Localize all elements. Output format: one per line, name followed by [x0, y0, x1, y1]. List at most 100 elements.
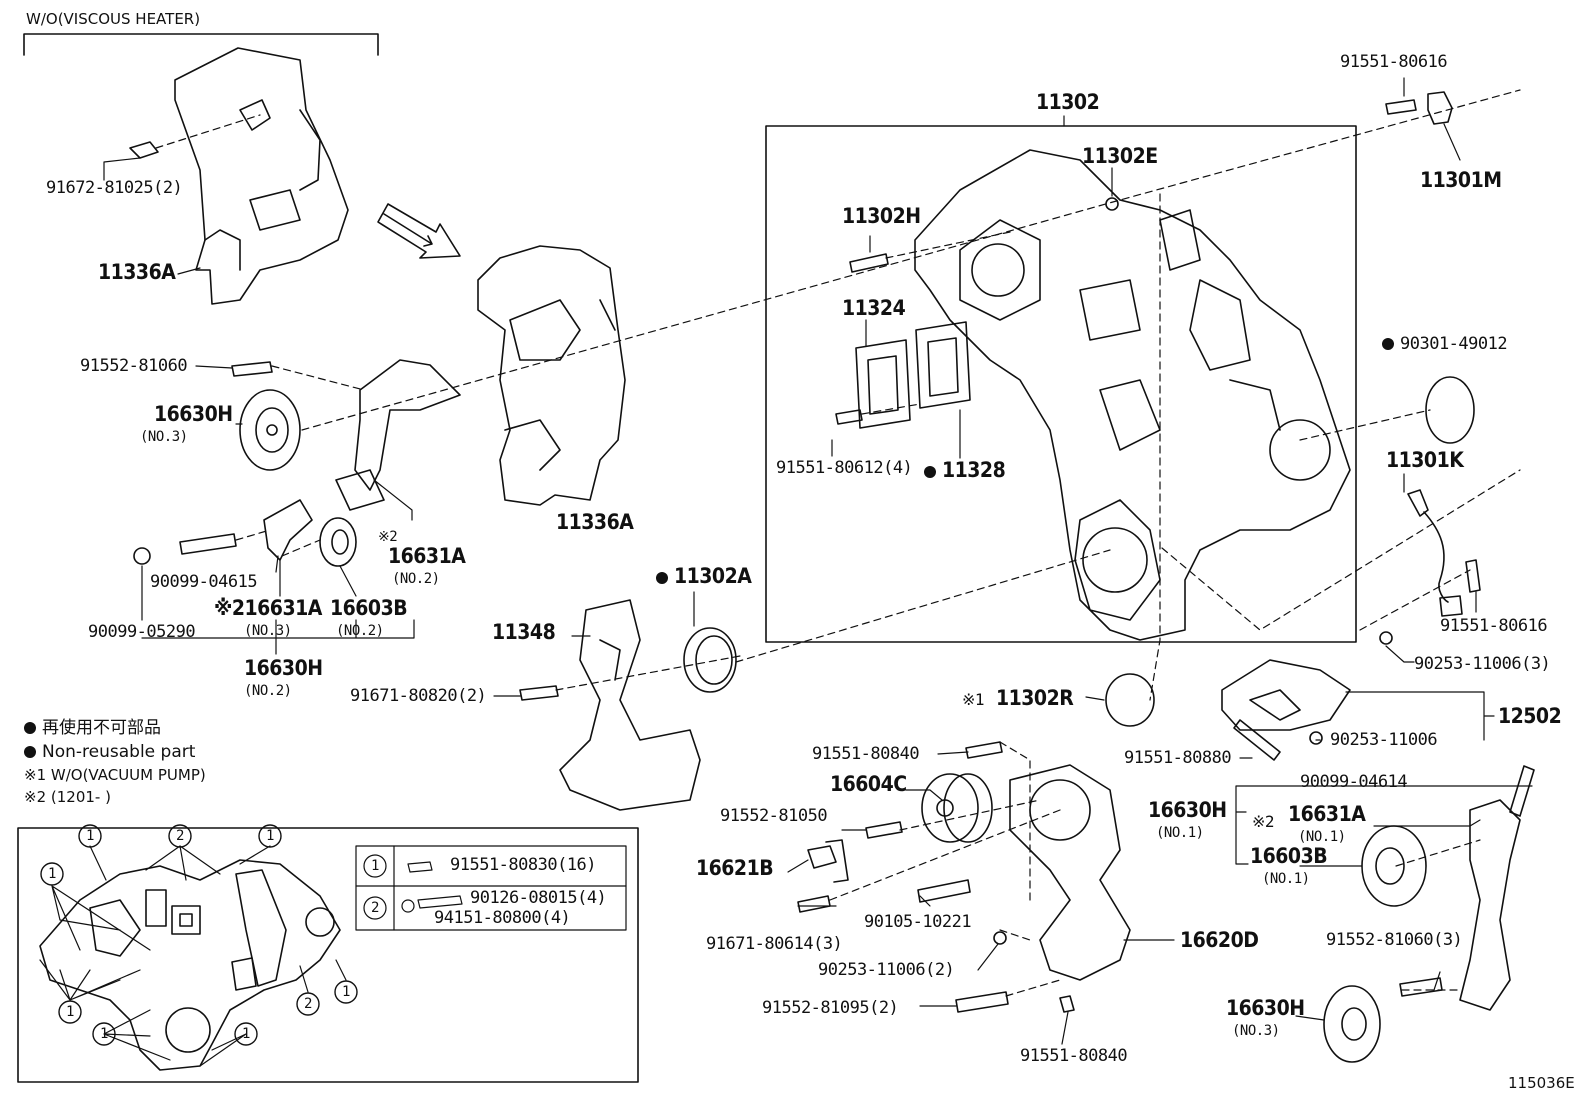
non-reusable-dot: [1382, 338, 1394, 350]
label-11336A-upper: 11336A: [98, 260, 176, 284]
label-11301M: 11301M: [1420, 168, 1502, 192]
label-16630H-no1: 16630H: [1148, 798, 1227, 822]
label-91551-80840-bottom: 91551-80840: [1020, 1046, 1128, 1066]
label-16620D: 16620D: [1180, 928, 1259, 952]
label-16630H-no1-sub: (NO.1): [1156, 825, 1204, 841]
label-16631A-no3: ※216631A: [214, 596, 322, 620]
part-11302-box: [765, 125, 1357, 643]
label-11302H: 11302H: [842, 204, 921, 228]
part-11302A-seal: [683, 627, 737, 693]
label-90301-49012: 90301-49012: [1382, 336, 1508, 353]
label-90099-04615: 90099-04615: [150, 572, 258, 592]
label-91552-81050: 91552-81050: [720, 806, 828, 826]
inset-cover-outline: [39, 859, 341, 1071]
part-11302E-plug: [1105, 197, 1119, 211]
label-11324: 11324: [842, 296, 906, 320]
legend-en: Non-reusable part: [24, 744, 195, 761]
inset-panel: [17, 827, 639, 1083]
part-11348-guard: [559, 599, 701, 811]
non-reusable-dot: [924, 466, 936, 478]
part-16630H-no3-pulley: [239, 389, 301, 471]
legend-jp: 再使用不可部品: [24, 720, 161, 737]
part-16631A-no2-bracket: [335, 359, 461, 511]
label-16631A-no1-mark: ※2: [1252, 812, 1275, 831]
part-11336A-upper: [174, 47, 349, 305]
label-90099-05290: 90099-05290: [88, 622, 196, 642]
label-16604C: 16604C: [830, 772, 907, 796]
part-16630H-no3-pulley-b: [1323, 985, 1381, 1063]
label-12502: 12502: [1498, 704, 1562, 728]
inset-callout: 1: [48, 866, 56, 882]
bolt-table-part: 90126-08015(4): [470, 888, 607, 908]
label-11302R-mark: ※1: [962, 690, 985, 709]
bolt-table-key-1: 1: [371, 858, 379, 874]
label-91551-80616-top: 91551-80616: [1340, 52, 1448, 72]
part-90301-oring: [1425, 376, 1475, 444]
inset-callout: 1: [86, 828, 94, 844]
label-11336A-lower: 11336A: [556, 510, 634, 534]
part-11302R-plug: [1105, 673, 1155, 727]
label-90105-10221: 90105-10221: [864, 912, 972, 932]
part-11302H-stud: [849, 253, 889, 273]
legend-note2: ※2 (1201- ): [24, 788, 111, 806]
part-16604C-pulley: [921, 773, 993, 843]
label-90253-11006: 90253-11006: [1330, 730, 1438, 750]
label-16631A-no1-sub: (NO.1): [1298, 829, 1346, 845]
legend-dot: [24, 746, 36, 758]
label-16631A-no2: 16631A: [388, 544, 466, 568]
label-11302A: 11302A: [656, 566, 752, 587]
non-reusable-dot: [656, 572, 668, 584]
label-16631A-no1: 16631A: [1288, 802, 1366, 826]
part-12502-bracket: [1221, 659, 1351, 731]
inset-callout: 1: [342, 984, 350, 1000]
label-11302E: 11302E: [1082, 144, 1158, 168]
label-11348: 11348: [492, 620, 556, 644]
inset-callout-circles: [40, 824, 358, 1046]
inset-callout: 2: [176, 828, 184, 844]
part-16603B-no1-pulley: [1361, 825, 1427, 907]
bolt-table-part: 94151-80800(4): [434, 908, 571, 928]
label-11301K: 11301K: [1386, 448, 1464, 472]
label-16603B-no2-sub: (NO.2): [336, 623, 384, 639]
part-16621B-sensor: [807, 839, 849, 883]
label-16631A-no3-sub: (NO.3): [244, 623, 292, 639]
bolt-table-part: 91551-80830(16): [450, 855, 597, 875]
label-90253-11006-3: 90253-11006(3): [1414, 654, 1551, 674]
legend-note1: ※1 W/O(VACUUM PUMP): [24, 766, 206, 784]
label-91551-80840-top: 91551-80840: [812, 744, 920, 764]
inset-callout: 1: [242, 1026, 250, 1042]
alignment-lines: [155, 89, 1521, 997]
label-16603B-no2: 16603B: [330, 596, 408, 620]
part-16603B-no2-pulley: [319, 517, 357, 567]
part-11324-gasket: [855, 339, 911, 429]
legend-dot: [24, 722, 36, 734]
label-91552-81060: 91552-81060: [80, 356, 188, 376]
leader-lines: [103, 77, 1533, 1045]
inset-callout: 1: [66, 1004, 74, 1020]
label-11328: 11328: [924, 460, 1006, 481]
bolt-table-key-2: 2: [371, 900, 379, 916]
direction-arrow: [377, 203, 461, 259]
part-11328-gasket: [915, 321, 971, 409]
part-90099-05290-nut: [133, 547, 151, 565]
label-91671-80820: 91671-80820(2): [350, 686, 487, 706]
label-91551-80616-bottom: 91551-80616: [1440, 616, 1548, 636]
variant-note: W/O(VISCOUS HEATER): [26, 10, 201, 28]
inset-callout: 1: [100, 1026, 108, 1042]
label-16630H-no3-sub: (NO.3): [140, 429, 188, 445]
label-90253-11006-2: 90253-11006(2): [818, 960, 955, 980]
variant-bracket: [23, 33, 379, 56]
inset-callout: 1: [266, 828, 274, 844]
label-16630H-no2-sub: (NO.2): [244, 683, 292, 699]
label-91551-80880: 91551-80880: [1124, 748, 1232, 768]
label-16621B: 16621B: [696, 856, 774, 880]
label-16630H-no3: 16630H: [154, 402, 233, 426]
label-91551-80612: 91551-80612(4): [776, 458, 913, 478]
part-11302-cover: [914, 149, 1351, 641]
part-11301M-sensor: [1385, 91, 1453, 125]
label-91671-80614: 91671-80614(3): [706, 934, 843, 954]
label-16631A-no2-mark: ※2: [378, 529, 398, 545]
bolts: [129, 141, 1535, 1013]
